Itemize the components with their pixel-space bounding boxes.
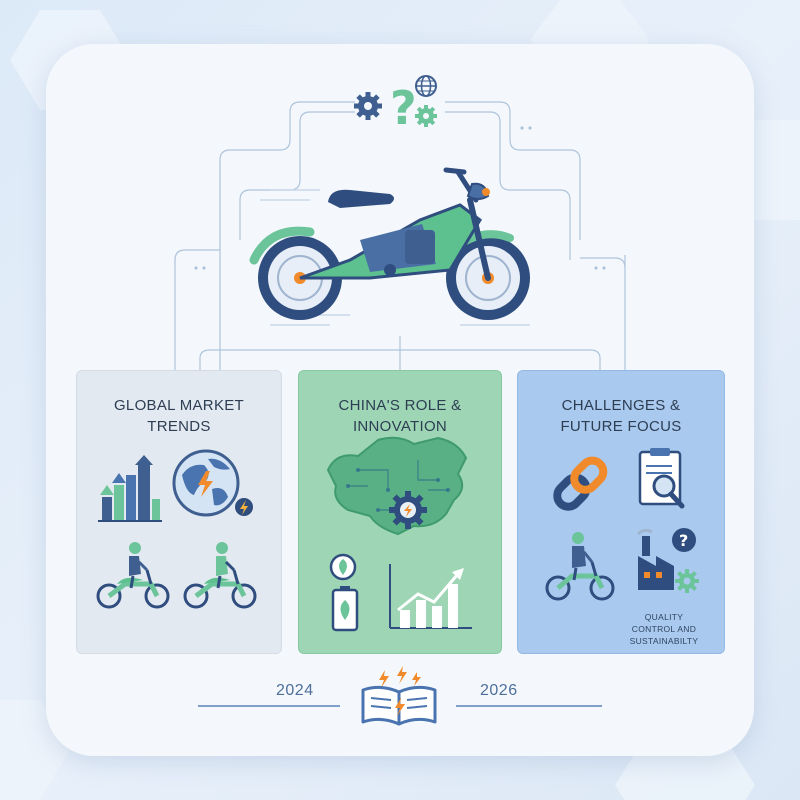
rider-on-ebike-icon [96,542,170,609]
timeline-end-year: 2026 [480,682,518,699]
timeline-line [198,705,602,707]
china-map-circuit-icon [326,436,468,536]
top-icons: ? [354,75,437,135]
svg-text:?: ? [390,81,417,135]
line-chart-growth-icon [389,564,472,629]
rider-on-ebike-icon [183,542,257,609]
panel-title: CHINA'S ROLE & INNOVATION [338,397,462,435]
challenges-future-focus-panel: CHALLENGES & FUTURE FOCUS [517,370,725,654]
gear-icon [354,92,382,120]
chain-link-icon [553,456,608,511]
panel-title: CHALLENGES & FUTURE FOCUS [560,397,682,435]
gear-icon [415,105,437,127]
globe-icon [415,75,437,97]
clipboard-magnifier-icon [638,448,685,509]
globe-lightning-icon [172,449,253,517]
quality-control-caption: QUALITY CONTROL AND SUSTAINABILTY [629,612,699,646]
bar-chart-growth-icon [98,455,162,522]
electric-motorcycle-icon [249,167,530,326]
question-mark-icon: ? [390,81,417,135]
rider-on-ebike-icon [545,532,615,601]
gear-icon [675,569,699,593]
timeline-start-year: 2024 [276,682,314,699]
panel-title: GLOBAL MARKET TRENDS [113,397,245,435]
factory-question-icon: ? [636,528,696,590]
open-book-lightning-icon [361,666,437,726]
battery-leaf-icon [331,586,359,632]
gear-lightning-icon [389,491,427,529]
svg-text:?: ? [679,531,688,550]
eco-leaf-badge-icon [329,553,357,581]
